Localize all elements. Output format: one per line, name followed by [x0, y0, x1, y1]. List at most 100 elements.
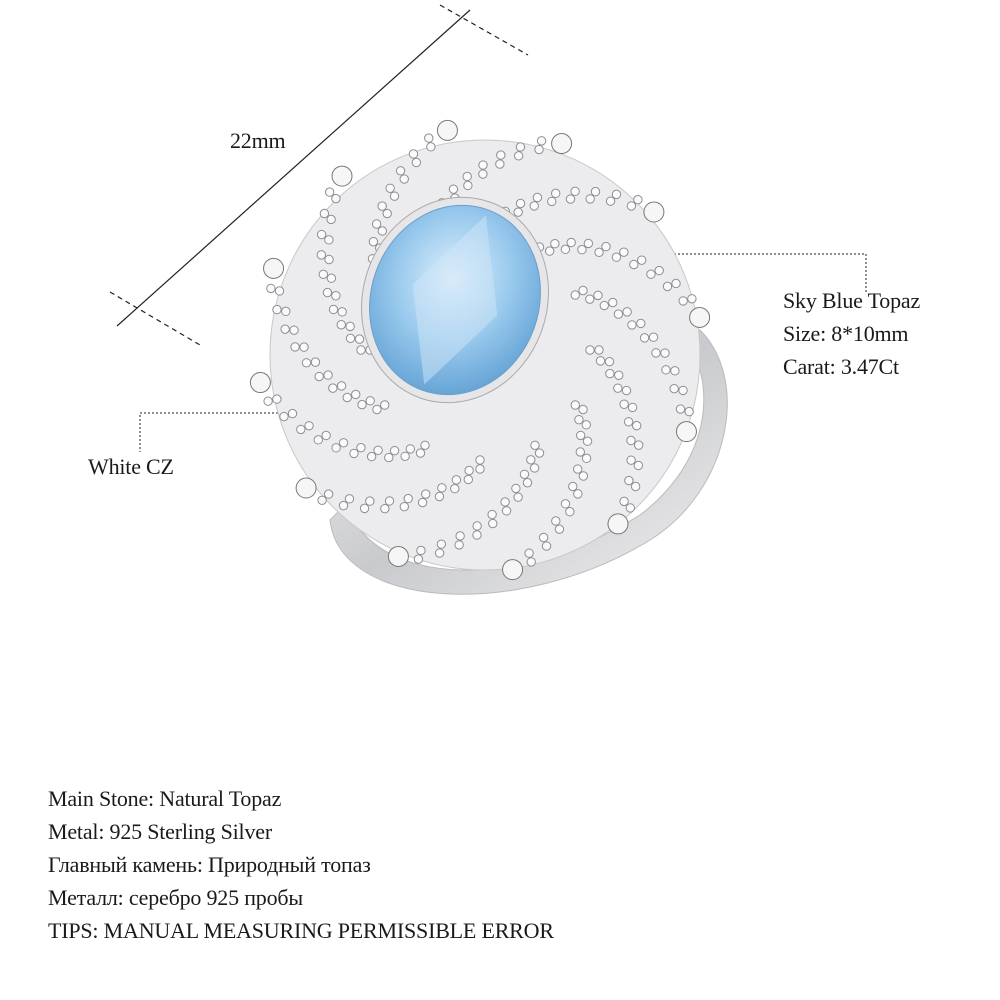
pave-stone — [583, 238, 594, 249]
pave-stone — [415, 448, 426, 458]
pave-stone — [405, 444, 416, 454]
pave-stone — [462, 171, 472, 182]
pave-stone — [455, 531, 465, 541]
main-stone — [361, 196, 549, 404]
pave-stone — [633, 194, 643, 205]
accent-stone — [436, 119, 458, 141]
pave-stone — [560, 499, 571, 509]
pave-stone — [496, 150, 506, 160]
pave-stone — [411, 157, 422, 168]
pave-stone — [565, 194, 576, 204]
pave-stone — [611, 252, 622, 262]
pave-stone — [472, 530, 482, 540]
pave-stone — [560, 244, 571, 255]
pave-stone — [513, 151, 524, 161]
pave-stone — [472, 521, 482, 531]
accent-stone — [643, 201, 665, 223]
spec-metal: Metal: 925 Sterling Silver — [48, 819, 272, 844]
pave-stone — [313, 435, 323, 445]
pave-stone — [399, 174, 409, 184]
pave-stone — [529, 201, 539, 211]
pave-stone — [463, 474, 474, 485]
pave-stone — [623, 417, 634, 427]
pave-stone — [413, 554, 424, 564]
pave-stone — [526, 557, 536, 567]
pave-stone — [377, 226, 388, 236]
pave-stone — [478, 169, 488, 179]
pave-stone — [515, 198, 526, 209]
pave-stone — [613, 309, 624, 319]
pave-stone — [594, 345, 604, 355]
pave-stone — [279, 411, 289, 422]
pave-stone — [319, 208, 330, 219]
pave-stone — [578, 404, 588, 415]
pave-stone — [625, 503, 636, 513]
pave-stone — [636, 318, 646, 329]
pave-stone — [345, 333, 356, 344]
pave-stone — [389, 445, 400, 456]
pave-stone — [331, 193, 341, 204]
pave-stone — [633, 440, 644, 450]
pave-stone — [310, 357, 321, 367]
pave-stone — [515, 142, 526, 152]
pave-stone — [354, 334, 365, 344]
pave-stone — [272, 394, 282, 404]
pave-stone — [684, 406, 694, 417]
pave-stone — [371, 219, 382, 229]
pave-stone — [530, 440, 540, 450]
pave-stone — [403, 493, 413, 504]
pave-stone — [263, 396, 273, 406]
pave-stone — [565, 507, 575, 517]
accent-stone — [502, 559, 524, 581]
pave-stone — [670, 366, 680, 376]
pave-stone — [368, 236, 379, 247]
pave-stone — [345, 321, 355, 332]
pave-stone — [678, 385, 688, 396]
pave-stone — [301, 358, 312, 368]
pave-stone — [321, 430, 331, 441]
pave-stone — [605, 368, 615, 379]
pave-stone — [372, 404, 382, 415]
accent-stone — [551, 133, 573, 155]
spec-main-stone-ru: Главный камень: Природный топаз — [48, 852, 371, 877]
pave-stone — [322, 287, 333, 298]
pave-stone — [575, 447, 585, 457]
pave-stone — [577, 245, 587, 255]
pave-stone — [578, 471, 589, 481]
pave-stone — [380, 503, 390, 514]
accent-stone — [689, 306, 711, 328]
accent-stone — [295, 477, 317, 499]
pave-stone — [380, 400, 390, 410]
pave-stone — [651, 348, 661, 358]
topaz-carat: Carat: 3.47Ct — [783, 354, 899, 379]
pave-stone — [541, 541, 552, 551]
pave-stone — [581, 420, 591, 430]
pave-stone — [424, 133, 434, 143]
pave-stone — [570, 290, 580, 300]
pave-stone — [365, 496, 375, 506]
pave-stone — [608, 297, 618, 308]
pave-stone — [323, 370, 333, 380]
pave-stone — [338, 438, 349, 448]
pave-stone — [324, 254, 334, 265]
pave-stone — [356, 442, 366, 453]
pave-stone — [619, 496, 629, 507]
pave-stone — [631, 420, 642, 431]
spec-metal-ru: Металл: серебро 925 пробы — [48, 885, 303, 910]
pave-stone — [687, 294, 697, 304]
pave-stone — [266, 283, 276, 294]
pave-stone — [323, 489, 334, 499]
spec-tips: TIPS: MANUAL MEASURING PERMISSIBLE ERROR — [48, 918, 554, 943]
pave-stone — [420, 440, 430, 450]
pave-stone — [619, 247, 629, 257]
pave-stone — [385, 183, 395, 193]
pave-stone — [384, 496, 395, 506]
pave-stone — [389, 191, 400, 201]
dimension-label: 22mm — [230, 128, 286, 153]
pave-stone — [522, 478, 533, 488]
pave-stone — [336, 381, 347, 391]
pave-stone — [624, 475, 634, 486]
pave-stone — [574, 414, 584, 425]
pave-stone — [338, 500, 349, 511]
